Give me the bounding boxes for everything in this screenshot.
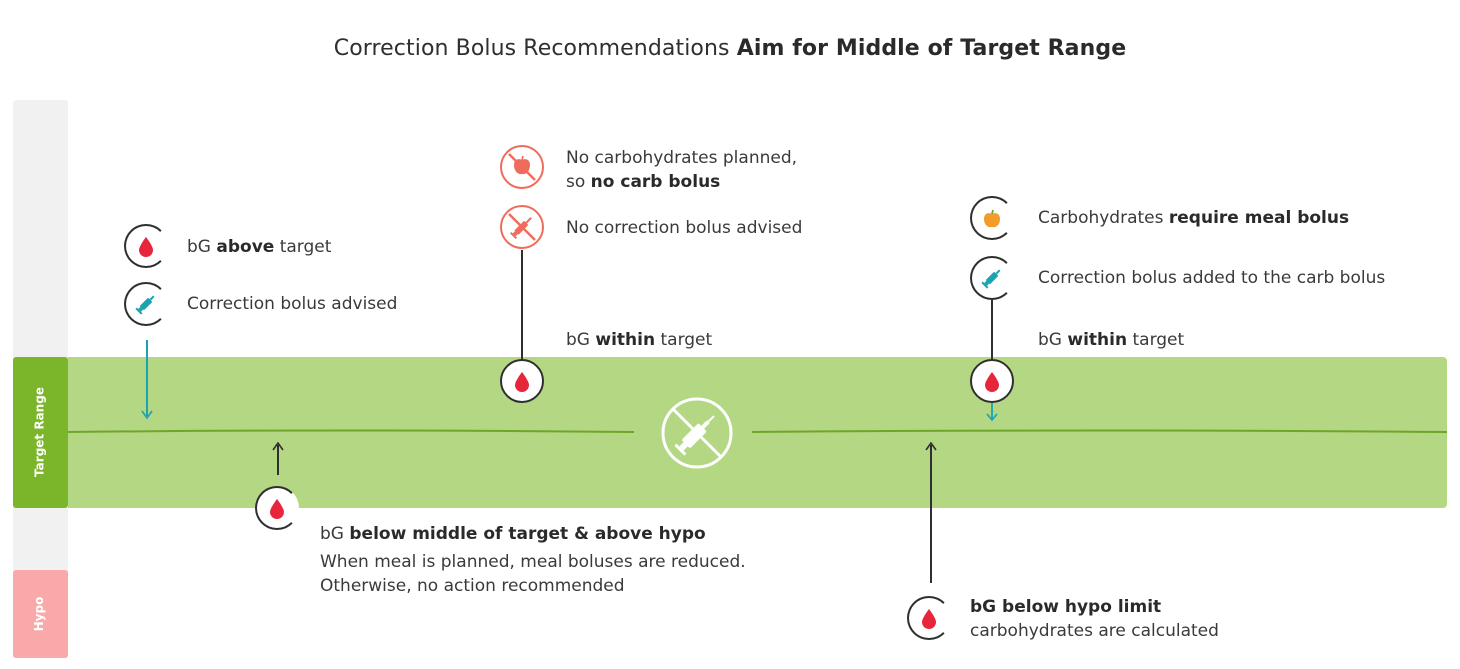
c5-note1: Carbohydrates require meal bolus [1038,206,1349,230]
c3-status-bold: within [595,330,656,350]
no-apple-icon [508,153,536,181]
c4-arrow [925,442,937,583]
c2-bold: below middle of target & above hypo [349,524,706,544]
no-bolus-center-icon [661,397,733,469]
c1-arrow-head [141,410,153,420]
c3-connector [521,250,523,360]
c4-bold: bG below hypo limit [970,597,1162,617]
c5-note1-pre: Carbohydrates [1038,208,1164,228]
apple-bubble [970,196,1014,240]
title-regular: Correction Bolus Recommendations [333,36,730,61]
side-target-range [13,357,68,508]
c2-line2: When meal is planned, meal boluses are r… [320,552,746,572]
no-syringe-bubble [500,205,544,249]
c5-status-post: target [1132,330,1185,350]
c5-connector [991,300,993,360]
c3-note1-b-pre: so [566,172,586,192]
drop-bubble-5 [970,359,1014,403]
no-syringe-icon [508,213,536,241]
side-hypo [13,570,68,658]
c3-note1-a: No carbohydrates planned, [566,148,798,168]
hypo-label: Hypo [32,596,46,632]
syringe-icon [981,269,1001,289]
c5-arrow [986,403,998,422]
c3-status-pre: bG [566,330,590,350]
c2-arrow [272,442,284,475]
c5-status: bG within target [1038,328,1184,352]
title-bold: Aim for Middle of Target Range [736,36,1127,61]
syringe-icon [135,295,155,315]
c5-note2: Correction bolus added to the carb bolus [1038,268,1386,288]
drop-icon [515,372,529,392]
c4-status: bG below hypo limit [970,595,1161,619]
c3-status-post: target [660,330,713,350]
c2-status: bG below middle of target & above hypo [320,522,706,546]
drop-bubble-2 [255,486,299,530]
c1-pre: bG [187,237,211,257]
c1-bold: above [216,237,275,257]
diagram-title: Correction Bolus Recommendations Aim for… [0,36,1460,61]
syringe-bubble-1 [124,282,168,326]
c1-post: target [279,237,332,257]
c1-arrow-line [146,340,148,416]
drop-icon [985,372,999,392]
drop-icon [139,237,153,257]
c5-status-pre: bG [1038,330,1062,350]
c2-line3: Otherwise, no action recommended [320,576,625,596]
c4-line2: carbohydrates are calculated [970,621,1219,641]
c3-note1-b-bold: no carb bolus [590,172,721,192]
drop-bubble-4 [907,596,951,640]
target-range-label: Target Range [32,387,47,477]
c3-status: bG within target [566,328,712,352]
drop-bubble-3 [500,359,544,403]
c3-note2: No correction bolus advised [566,218,803,238]
drop-bubble-1 [124,224,168,268]
no-apple-bubble [500,145,544,189]
middle-target-line [68,429,1447,433]
c2-pre: bG [320,524,344,544]
c5-note1-bold: require meal bolus [1168,208,1350,228]
c1-status: bG above target [187,235,331,259]
c3-note1-b: so no carb bolus [566,170,720,194]
c5-status-bold: within [1067,330,1128,350]
drop-icon [922,609,936,629]
c1-advice: Correction bolus advised [187,294,398,314]
syringe-bubble-5 [970,256,1014,300]
drop-icon [270,499,284,519]
apple-icon [984,209,1000,228]
